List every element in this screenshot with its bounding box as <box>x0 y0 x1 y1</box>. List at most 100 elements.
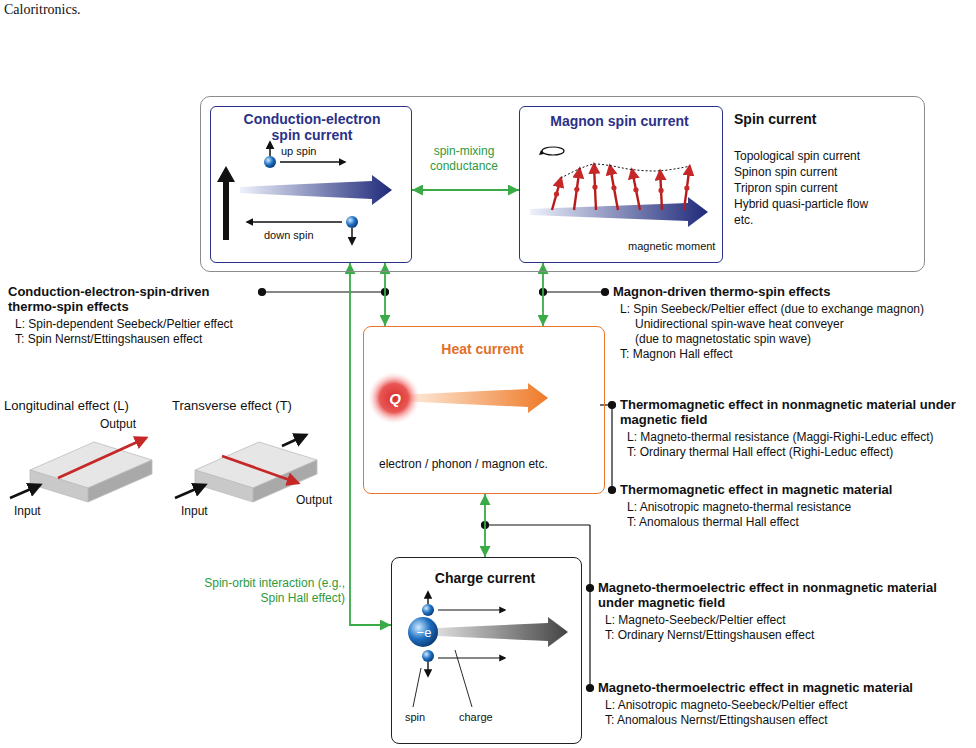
legend-title: Transverse effect (T) <box>172 398 332 413</box>
label-group: Output <box>100 417 160 432</box>
list-item: Spinon spin current <box>734 165 837 179</box>
effect-heading: Thermomagnetic effect in nonmagnetic mat… <box>620 397 970 427</box>
effect-item: L: Spin-dependent Seebeck/Peltier effect <box>8 317 258 332</box>
effect-leader-lines-part <box>485 524 590 525</box>
magnetic-moment-arrows-part <box>574 169 580 210</box>
label-group: Thermomagnetic effect in nonmagnetic mat… <box>620 397 970 460</box>
effect-leader-lines-part <box>587 585 594 592</box>
charge-illustration-part <box>427 592 428 604</box>
electron-spin-illustration-part <box>217 166 235 240</box>
effect-leader-lines-part <box>611 405 612 490</box>
electron-spin-illustration-part <box>346 216 358 228</box>
label-group: Magneto-thermoelectric effect in magneti… <box>598 680 970 728</box>
heat-illustration-part <box>398 383 548 413</box>
current-box: Charge current−espincharge <box>391 557 582 744</box>
list-item: Hybrid quasi-particle flow <box>734 197 868 211</box>
charge-illustration-part <box>408 617 438 647</box>
label-group: Transverse effect (T) <box>172 398 332 413</box>
list-item: Tripron spin current <box>734 181 838 195</box>
box-title: Heat current <box>364 341 601 357</box>
charge-illustration-part <box>413 668 421 707</box>
io-label: Output <box>100 417 160 432</box>
inner-label: charge <box>459 711 493 724</box>
transverse-slab <box>175 435 317 502</box>
longitudinal-slab <box>10 438 152 502</box>
effect-leader-lines-part <box>262 291 385 292</box>
magnetic-moment-arrows-part <box>633 187 638 192</box>
edge-label: spin-mixing conductance <box>414 144 514 174</box>
label-group: Input <box>181 504 241 519</box>
electron-spin-illustration-part <box>351 228 353 244</box>
label-group: Output <box>296 493 356 508</box>
magnetic-moment-arrows-part <box>610 166 618 210</box>
magnetic-moment-arrows-part <box>561 164 690 178</box>
green-arrow <box>412 189 519 191</box>
charge-illustration-part <box>427 662 428 676</box>
effect-item: Unidirectional spin-wave heat conveyer (… <box>613 317 860 347</box>
effect-heading: Thermomagnetic effect in magnetic materi… <box>620 482 970 497</box>
magnetic-moment-arrows-part <box>684 185 689 190</box>
effect-leader-lines-part <box>609 402 616 409</box>
inner-label: electron / phonon / magnon etc. <box>379 457 548 471</box>
charge-illustration <box>408 592 568 707</box>
current-box: Conduction-electron spin currentup spind… <box>210 106 412 263</box>
legend-title: Longitudinal effect (L) <box>4 398 164 413</box>
magnetic-moment-arrows-part <box>611 185 616 190</box>
inner-label: magnetic moment <box>628 240 715 253</box>
box-title: Spin current <box>734 111 816 127</box>
electron-spin-illustration-part <box>280 161 345 162</box>
io-label: Output <box>296 493 356 508</box>
effect-item: T: Anomalous Nernst/Ettingshausen effect <box>598 713 970 728</box>
effect-item: L: Anisotropic magneto-thermal resistanc… <box>620 500 970 515</box>
list-item: Topological spin current <box>734 149 860 163</box>
effect-heading: Conduction-electron-spin-driven thermo-s… <box>8 284 258 314</box>
electron-spin-illustration-part <box>269 142 271 156</box>
edge-label: Spin-orbit interaction (e.g., Spin Hall … <box>195 576 345 606</box>
label-group: Thermomagnetic effect in magnetic materi… <box>620 482 970 530</box>
longitudinal-slab-part <box>88 460 152 502</box>
electron-spin-illustration-part <box>240 175 392 205</box>
inner-label: up spin <box>281 145 316 158</box>
heat-illustration <box>368 372 548 424</box>
electron-spin-illustration-part <box>264 156 276 168</box>
magnetic-moment-arrows-part <box>658 188 663 193</box>
magnetic-moment-arrows-part <box>554 191 559 196</box>
group-panel: Spin currentTopological spin currentSpin… <box>200 96 925 272</box>
green-arrow <box>384 263 386 326</box>
effect-heading: Magneto-thermoelectric effect in nonmagn… <box>598 580 970 610</box>
label-group: Input <box>14 504 74 519</box>
transverse-slab-part <box>282 435 306 446</box>
label-group: Conduction-electron-spin-driven thermo-s… <box>8 284 258 347</box>
effect-leader-lines-part <box>602 289 609 296</box>
label-group: Longitudinal effect (L) <box>4 398 164 413</box>
effect-item: L: Magneto-Seebeck/Peltier effect <box>598 613 970 628</box>
transverse-slab-part <box>222 456 298 483</box>
magnon-illustration <box>530 147 708 227</box>
effect-item: L: Magneto-thermal resistance (Maggi-Rig… <box>620 430 970 445</box>
effect-item: T: Ordinary Nernst/Ettingshausen effect <box>598 628 970 643</box>
effect-item: T: Ordinary thermal Hall effect (Righi-L… <box>620 445 970 460</box>
inner-label: −e <box>412 625 436 640</box>
effect-leader-lines-part <box>259 289 266 296</box>
effect-heading: Magnon-driven thermo-spin effects <box>613 284 971 299</box>
inner-label: down spin <box>264 229 314 242</box>
green-arrow <box>350 263 391 625</box>
inner-label: Q <box>384 390 406 407</box>
magnon-illustration-part <box>539 150 544 155</box>
charge-illustration-part <box>422 604 434 616</box>
current-box: Magnon spin currentmagnetic moment <box>519 106 723 263</box>
longitudinal-slab-part <box>58 438 146 478</box>
charge-illustration-part <box>438 609 505 610</box>
effect-item: T: Spin Nernst/Ettingshausen effect <box>8 332 258 347</box>
magnetic-moment-arrows-part <box>684 166 690 210</box>
io-label: Input <box>14 504 74 519</box>
effect-item: T: Magnon Hall effect <box>613 347 971 362</box>
effect-leader-lines <box>259 289 616 692</box>
charge-illustration-part <box>455 650 472 707</box>
current-box: Heat currentQelectron / phonon / magnon … <box>363 326 605 494</box>
effect-leader-lines-part <box>589 525 590 688</box>
green-arrow <box>484 494 486 557</box>
magnetic-moment-arrows <box>552 164 690 210</box>
